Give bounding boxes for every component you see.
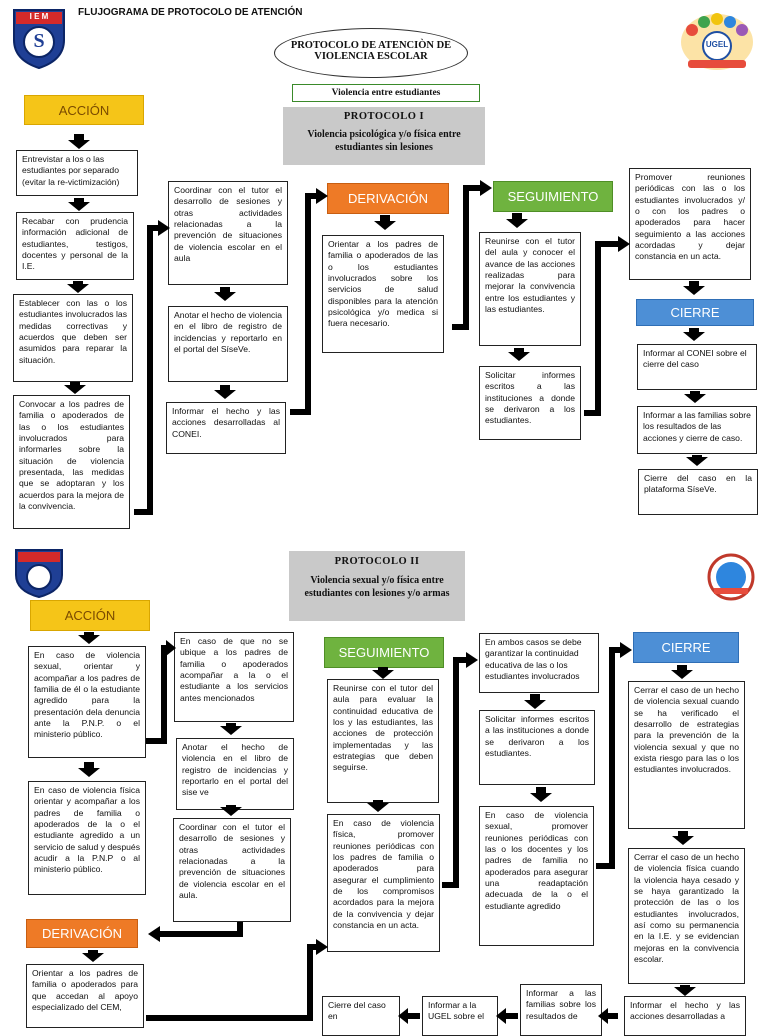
p2-col4-box-3: En caso de violencia sexual, promover re… [479,806,594,946]
p2-accion-label: ACCIÓN [30,600,150,631]
ugel-logo: UGEL [678,8,756,74]
p1-accion-box-4: Convocar a los padres de familia o apode… [13,395,130,529]
p2-accion-box-2: En caso de violencia física orientar y a… [28,781,146,895]
p1-seguimiento-label: SEGUIMIENTO [493,181,613,212]
p1-accion-box-3: Establecer con las o los estudiantes inv… [13,294,133,382]
protocol2-title: PROTOCOLO II [334,556,420,567]
school-shield-icon [13,9,65,70]
p2-col2-box-2: Anotar el hecho de violencia en el libro… [176,738,294,810]
p2-col4-box-1: En ambos casos se debe garantizar la con… [479,633,599,693]
main-title-line2: VIOLENCIA ESCOLAR [314,51,428,62]
protocol1-heading-box: PROTOCOLO I Violencia psicológica y/o fí… [283,107,485,165]
protocol2-heading: Violencia sexual y/o física entre estudi… [304,575,450,599]
protocol1-heading: Violencia psicológica y/o física entre e… [307,129,461,153]
ugel-text: UGEL [705,40,729,49]
logo-text: I E M [29,12,49,21]
p2-col2-box-1: En caso de que no se ubique a los padres… [174,632,294,722]
p1-col2-box-1: Coordinar con el tutor el desarrollo de … [168,181,288,285]
p2-cierre-box-2: Cerrar el caso de un hecho de violencia … [628,848,745,984]
p1-accion-box-1: Entrevistar a los o las estudiantes por … [16,150,138,196]
p2-seguimiento-box-1: Reunirse con el tutor del aula para eval… [327,679,439,803]
ugel-logo-2 [706,552,756,602]
p2-col4-box-2: Solicitar informes escritos a las instit… [479,710,595,785]
page-title: FLUJOGRAMA DE PROTOCOLO DE ATENCIÓN [78,7,303,18]
children-ugel-logo-icon [681,13,753,70]
protocol1-title: PROTOCOLO I [343,111,425,122]
p2-derivacion-box-1: Orientar a los padres de familia o apode… [26,964,144,1028]
p1-accion-label: ACCIÓN [24,95,144,125]
ugel-seal-icon [707,553,755,601]
p1-cierre-box-2: Informar al CONEI sobre el cierre del ca… [637,344,757,390]
protocol2-heading-box: PROTOCOLO II Violencia sexual y/o física… [289,551,465,621]
p1-cierre-box-3: Informar a las familias sobre los result… [637,406,757,454]
school-shield-icon [15,549,63,599]
p1-derivacion-box-1: Orientar a los padres de familia o apode… [322,235,444,353]
arrowhead-icons [148,180,632,1024]
p2-derivacion-label: DERIVACIÓN [26,919,138,948]
p1-cierre-label: CIERRE [636,299,754,326]
p1-accion-box-2: Recabar con prudencia información adicio… [16,212,134,280]
subtitle-box: Violencia entre estudiantes [292,84,480,102]
p1-derivacion-label: DERIVACIÓN [327,183,449,214]
p1-col2-box-3: Informar el hecho y las acciones desarro… [166,402,286,454]
p1-seguimiento-box-1: Reunirse con el tutor del aula y conocer… [479,232,581,346]
p2-seguimiento-box-2: En caso de violencia física, promover re… [327,814,440,952]
main-title-ellipse: PROTOCOLO DE ATENCIÒN DE VIOLENCIA ESCOL… [274,28,468,78]
school-logo-2 [10,547,68,599]
p1-cierre-box-1: Promover reuniones periódicas con las o … [629,168,751,280]
logo-letter: S [33,30,45,52]
school-logo: I E M S [10,6,68,70]
p2-cierre-box-1: Cerrar el caso de un hecho de violencia … [628,681,745,829]
main-title-line1: PROTOCOLO DE ATENCIÒN DE [290,40,452,51]
p1-seguimiento-box-2: Solicitar informes escritos a las instit… [479,366,581,440]
p2-seguimiento-label: SEGUIMIENTO [324,637,444,668]
down-arrow-icons [64,134,708,996]
p2-cierre-label: CIERRE [633,632,739,663]
elbow-connector-arrows [134,185,622,1021]
p1-cierre-box-4: Cierre del caso en la plataforma SíseVe. [638,469,758,515]
p2-accion-box-1: En caso de violencia sexual, orientar y … [28,646,146,758]
p2-col2-box-3: Coordinar con el tutor el desarrollo de … [173,818,291,922]
p1-col2-box-2: Anotar el hecho de violencia en el libro… [168,306,288,382]
